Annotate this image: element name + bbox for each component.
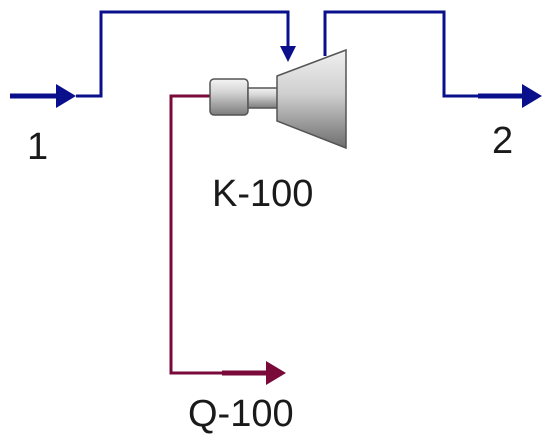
expander-icon[interactable] (209, 48, 347, 150)
energy-stream-label: Q-100 (188, 393, 294, 435)
feed-stream-label: 1 (27, 126, 49, 168)
feed-stream[interactable] (10, 10, 296, 108)
energy-arrowhead-icon (266, 361, 286, 385)
feed-arrowhead-icon (56, 84, 76, 108)
unit-label: K-100 (212, 173, 314, 215)
product-arrowhead-icon (522, 84, 542, 108)
product-stream[interactable] (323, 10, 542, 108)
product-stream-label: 2 (492, 120, 514, 162)
inlet-arrowhead-icon (280, 46, 296, 62)
energy-stream[interactable] (169, 94, 286, 385)
